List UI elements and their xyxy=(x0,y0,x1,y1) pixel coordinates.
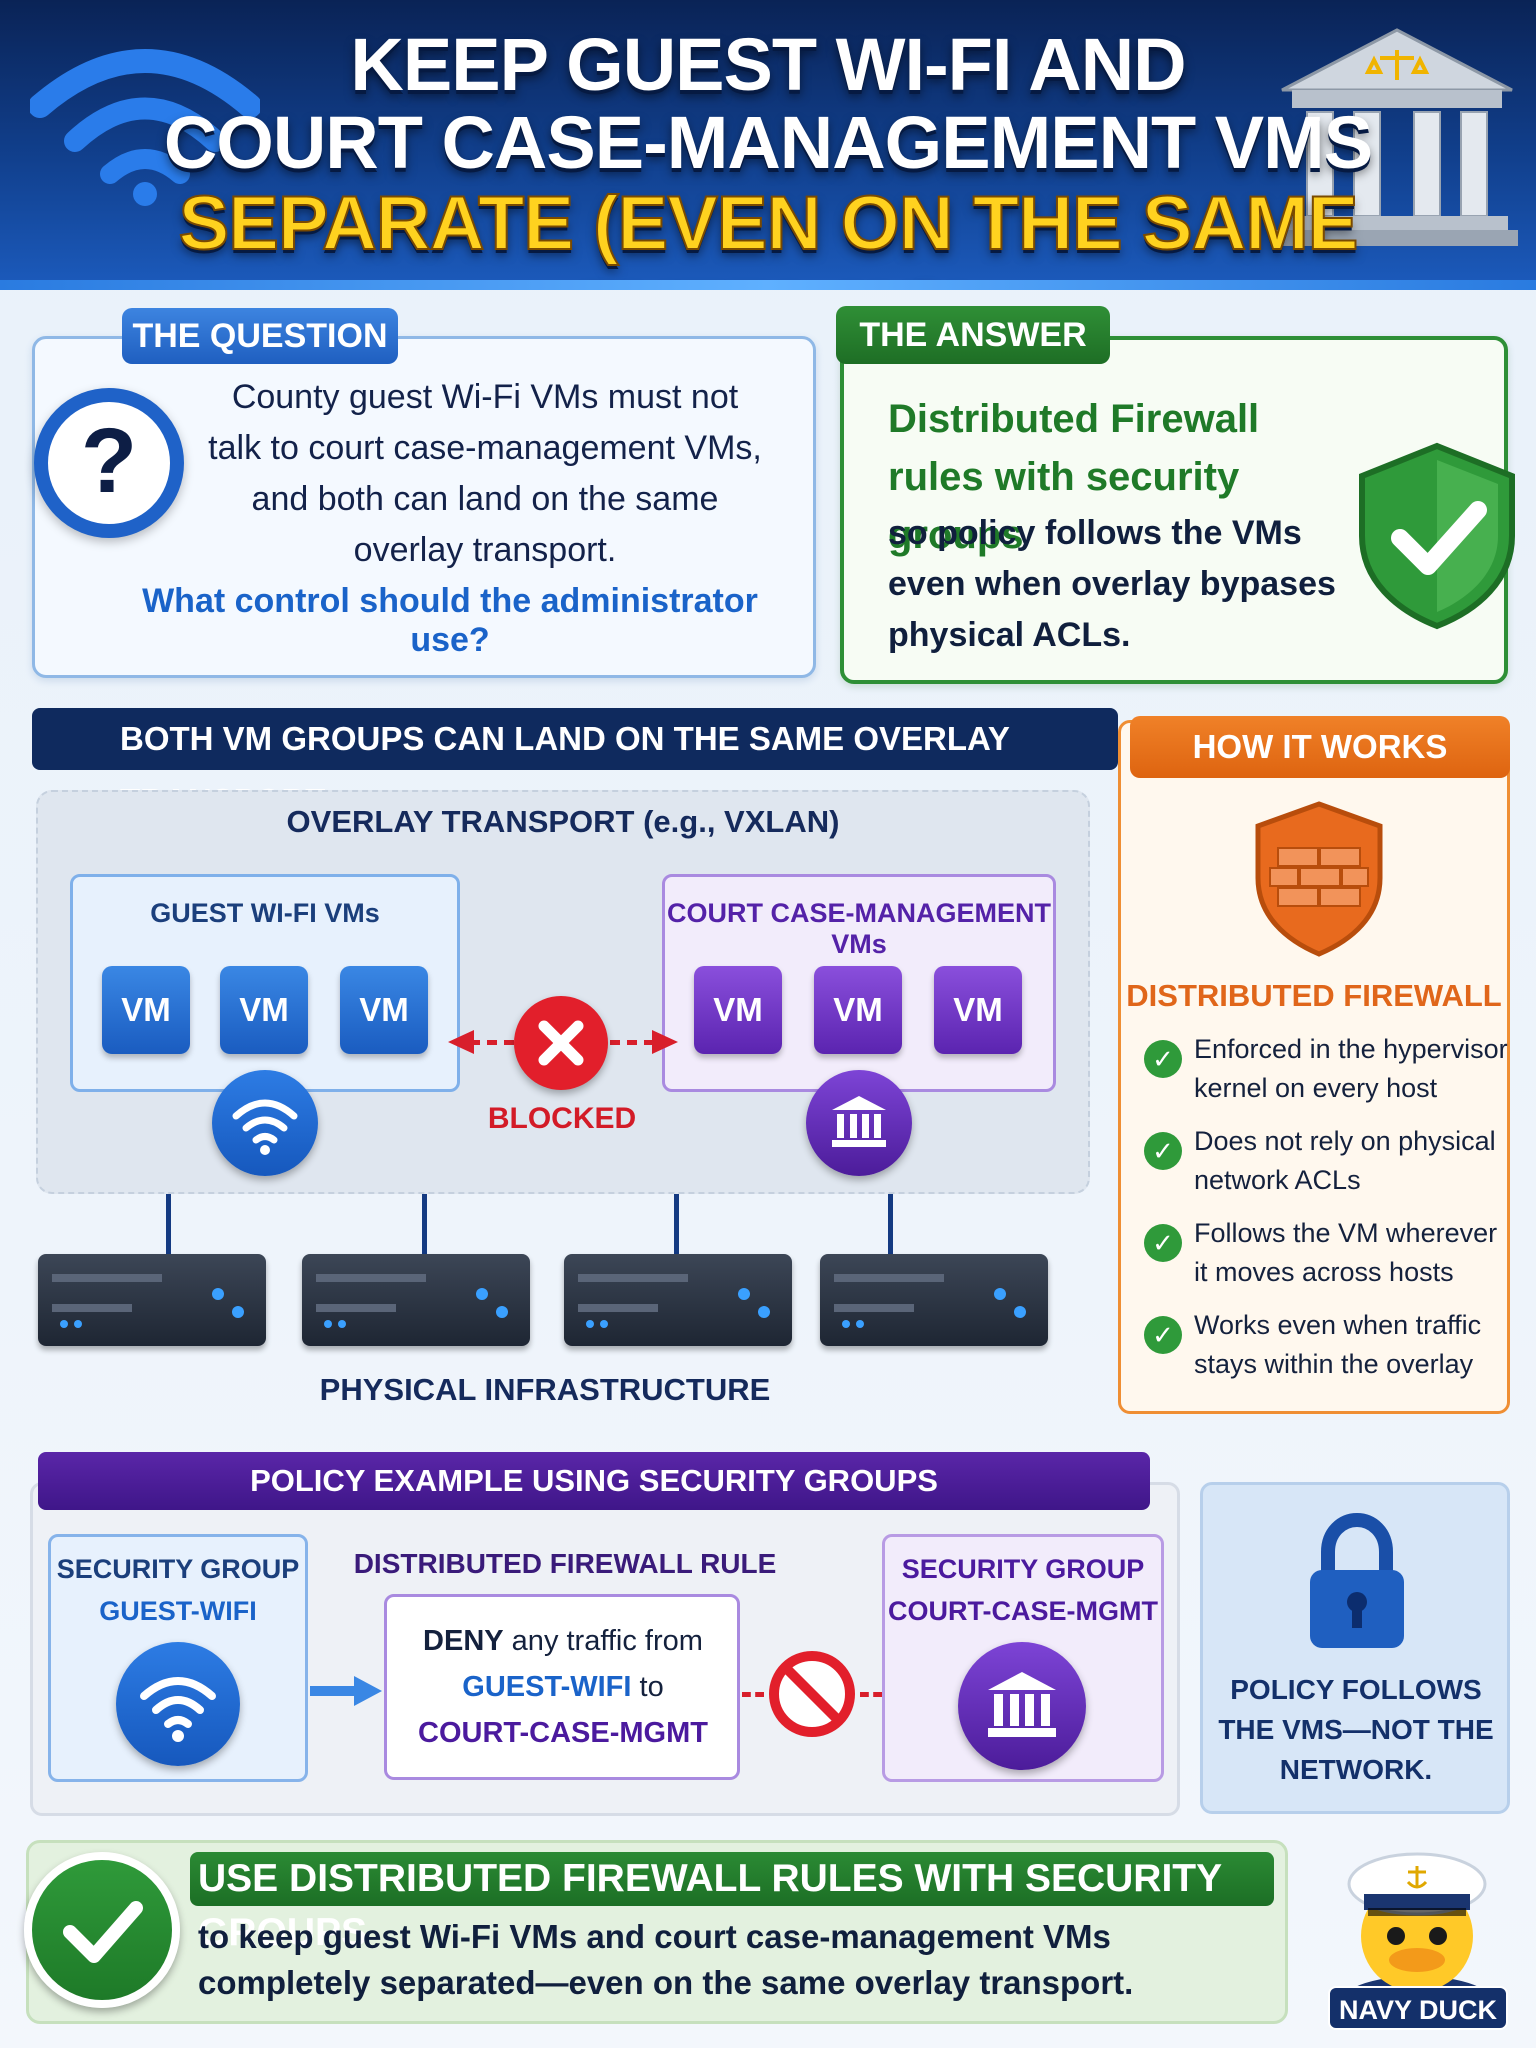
conclusion-text: to keep guest Wi-Fi VMs and court case-m… xyxy=(198,1918,1134,2001)
how-it-works-item-text: Follows the VM wherever it moves across … xyxy=(1194,1218,1498,1287)
server-icon xyxy=(38,1254,266,1346)
prohibited-icon xyxy=(769,1651,855,1737)
check-icon: ✓ xyxy=(1144,1316,1182,1354)
guest-vm-3: VM xyxy=(340,966,428,1054)
court-group-title: COURT CASE-MANAGEMENT VMs xyxy=(667,898,1051,959)
overlay-title: OVERLAY TRANSPORT (e.g., VXLAN) xyxy=(286,804,840,839)
security-group-name: COURT-CASE-MGMT xyxy=(888,1596,1158,1626)
header-banner: KEEP GUEST WI-FI AND COURT CASE-MANAGEME… xyxy=(0,0,1536,290)
title-line-2: COURT CASE-MANAGEMENT VMS xyxy=(163,101,1373,184)
check-icon: ✓ xyxy=(1144,1040,1182,1078)
how-it-works-item-text: Enforced in the hypervisor kernel on eve… xyxy=(1194,1034,1508,1103)
mascot-label: NAVY DUCK xyxy=(1328,1986,1508,2030)
question-text: County guest Wi-Fi VMs must not talk to … xyxy=(208,378,762,569)
cable xyxy=(888,1194,893,1256)
security-group-name: GUEST-WIFI xyxy=(99,1596,257,1626)
firewall-rule-title: DISTRIBUTED FIREWALL RULE xyxy=(353,1548,777,1579)
how-it-works-item: ✓ Works even when traffic stays within t… xyxy=(1144,1306,1504,1386)
how-it-works-headline: DISTRIBUTED FIREWALL xyxy=(1126,978,1502,1013)
question-mark-icon: ? xyxy=(34,388,184,538)
courthouse-icon xyxy=(1276,28,1518,246)
how-it-works-item-text: Does not rely on physical network ACLs xyxy=(1194,1126,1496,1195)
how-it-works-item: ✓ Does not rely on physical network ACLs xyxy=(1144,1122,1504,1202)
blocked-x-icon xyxy=(514,996,608,1090)
server-icon xyxy=(820,1254,1048,1346)
answer-body: so policy follows the VMs even when over… xyxy=(888,514,1336,654)
guest-group-title: GUEST WI-FI VMs xyxy=(150,898,380,928)
how-it-works-item-text: Works even when traffic stays within the… xyxy=(1194,1310,1482,1379)
dashed-connector xyxy=(742,1692,764,1697)
answer-headline: Distributed Firewall rules with security… xyxy=(888,397,1260,557)
server-icon xyxy=(564,1254,792,1346)
arrow-right-icon xyxy=(652,1030,678,1054)
security-group-label: SECURITY GROUP xyxy=(56,1554,300,1584)
blocked-arrow-left xyxy=(470,1040,514,1045)
policy-follows-text: POLICY FOLLOWS THE VMS—NOT THE NETWORK. xyxy=(1218,1674,1494,1785)
arrow-left-icon xyxy=(448,1030,474,1054)
blocked-arrow-right xyxy=(610,1040,654,1045)
blocked-label: BLOCKED xyxy=(487,1102,637,1135)
firewall-rule-text: DENY any traffic from GUEST-WIFI to COUR… xyxy=(392,1618,734,1756)
check-icon: ✓ xyxy=(1144,1132,1182,1170)
guest-vm-1: VM xyxy=(102,966,190,1054)
overlay-banner: BOTH VM GROUPS CAN LAND ON THE SAME OVER… xyxy=(32,708,1118,819)
court-vm-1: VM xyxy=(694,966,782,1054)
title-line-3: SEPARATE (EVEN ON THE SAME OVERLAY)! xyxy=(178,180,1360,290)
title-line-1: KEEP GUEST WI-FI AND xyxy=(350,23,1186,106)
dashed-connector xyxy=(860,1692,882,1697)
conclusion-headline: USE DISTRIBUTED FIREWALL RULES WITH SECU… xyxy=(190,1852,1274,1954)
security-group-guest-title: SECURITY GROUP GUEST-WIFI xyxy=(48,1548,308,1632)
wifi-icon xyxy=(212,1070,318,1176)
rule-text-mid: any traffic from xyxy=(503,1625,703,1657)
cable xyxy=(674,1194,679,1256)
cable xyxy=(166,1194,171,1256)
check-icon: ✓ xyxy=(1144,1224,1182,1262)
rule-target-group: COURT-CASE-MGMT xyxy=(418,1717,708,1749)
wifi-icon xyxy=(30,49,260,206)
rule-action: DENY xyxy=(423,1625,504,1657)
security-group-court-title: SECURITY GROUP COURT-CASE-MGMT xyxy=(882,1548,1164,1632)
physical-infrastructure-label: PHYSICAL INFRASTRUCTURE xyxy=(319,1372,771,1407)
how-it-works-tab: HOW IT WORKS xyxy=(1130,716,1510,778)
arrow-right-icon xyxy=(310,1676,382,1706)
wifi-icon xyxy=(116,1642,240,1766)
server-icon xyxy=(302,1254,530,1346)
answer-tab: THE ANSWER xyxy=(836,306,1110,364)
guest-vm-2: VM xyxy=(220,966,308,1054)
security-group-label: SECURITY GROUP xyxy=(901,1554,1145,1584)
courthouse-icon xyxy=(806,1070,912,1176)
how-it-works-item: ✓ Enforced in the hypervisor kernel on e… xyxy=(1144,1030,1508,1110)
lock-icon xyxy=(1310,1512,1404,1648)
question-tab: THE QUESTION xyxy=(122,308,398,364)
policy-example-banner: POLICY EXAMPLE USING SECURITY GROUPS xyxy=(38,1452,1150,1510)
firewall-shield-icon xyxy=(1255,801,1383,957)
courthouse-icon xyxy=(958,1642,1086,1770)
court-vm-2: VM xyxy=(814,966,902,1054)
question-ask: What control should the administrator us… xyxy=(142,582,758,659)
shield-check-icon xyxy=(1359,442,1515,630)
rule-text-to: to xyxy=(631,1671,664,1703)
how-it-works-item: ✓ Follows the VM wherever it moves acros… xyxy=(1144,1214,1504,1294)
check-circle-icon xyxy=(24,1852,180,2008)
cable xyxy=(422,1194,427,1256)
rule-source-group: GUEST-WIFI xyxy=(462,1671,632,1703)
court-vm-3: VM xyxy=(934,966,1022,1054)
firewall-rule-card xyxy=(384,1594,740,1780)
